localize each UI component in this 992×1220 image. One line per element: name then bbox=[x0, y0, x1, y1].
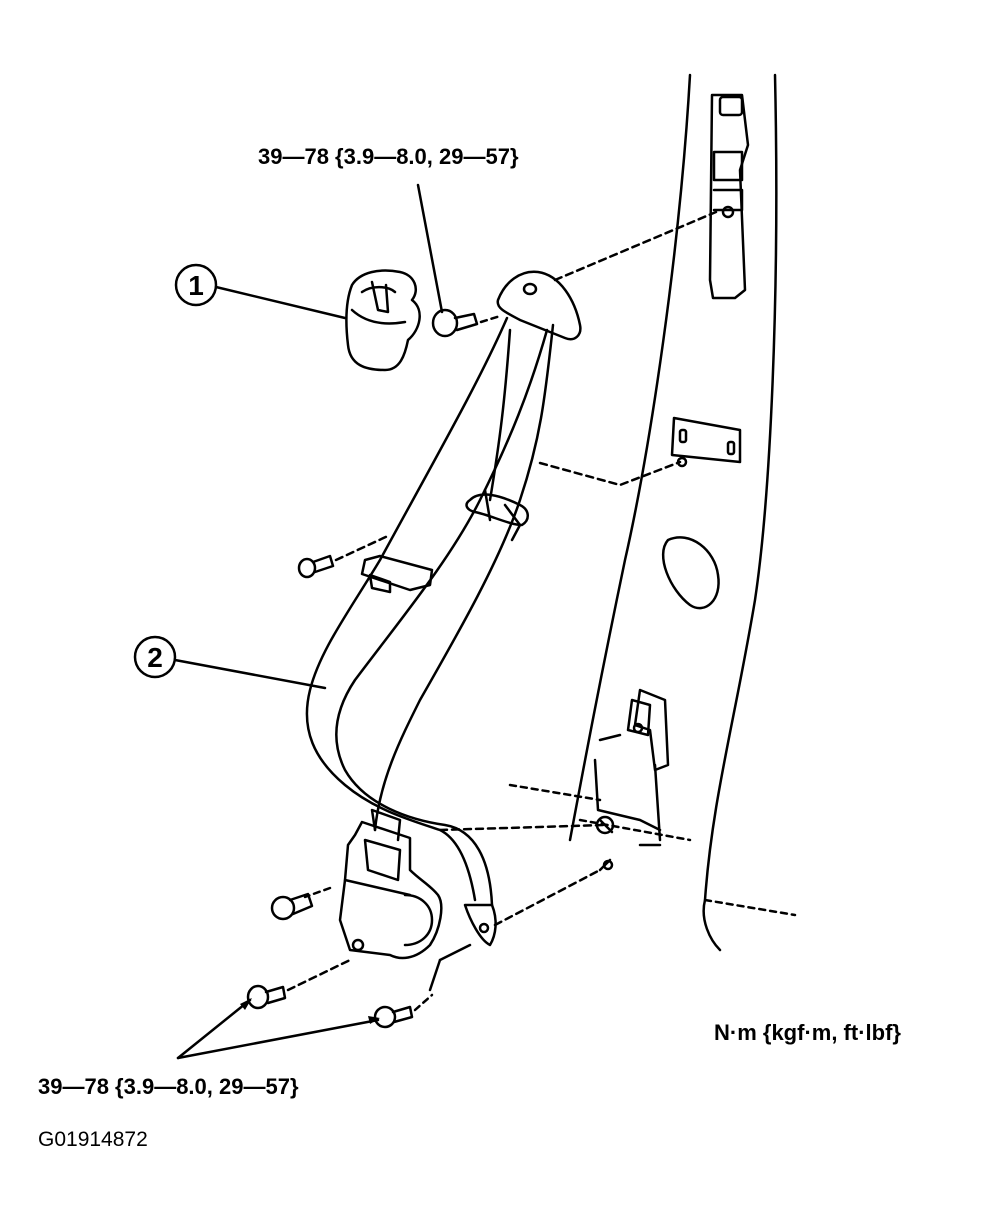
leader-lines bbox=[173, 183, 444, 1060]
svg-text:2: 2 bbox=[147, 642, 163, 673]
callout-2: 2 bbox=[133, 635, 177, 679]
torque-label-lower: 39—78 {3.9—8.0, 29—57} bbox=[38, 1074, 299, 1099]
figure-code: G01914872 bbox=[38, 1128, 148, 1151]
upper-anchor-plate bbox=[496, 210, 718, 341]
callout-1: 1 bbox=[174, 263, 218, 307]
svg-text:1: 1 bbox=[188, 270, 204, 301]
anchor-cover bbox=[345, 269, 421, 372]
middle-bolt bbox=[297, 460, 682, 579]
upper-anchor-bolt bbox=[431, 308, 502, 338]
seat-belt-webbing bbox=[305, 316, 615, 947]
torque-units-label: N·m {kgf·m, ft·lbf} bbox=[714, 1020, 901, 1045]
lower-bolts bbox=[246, 892, 434, 1029]
body-pillar bbox=[508, 73, 797, 952]
torque-label-upper: 39—78 {3.9—8.0, 29—57} bbox=[258, 144, 519, 169]
belt-retractor bbox=[303, 808, 472, 992]
